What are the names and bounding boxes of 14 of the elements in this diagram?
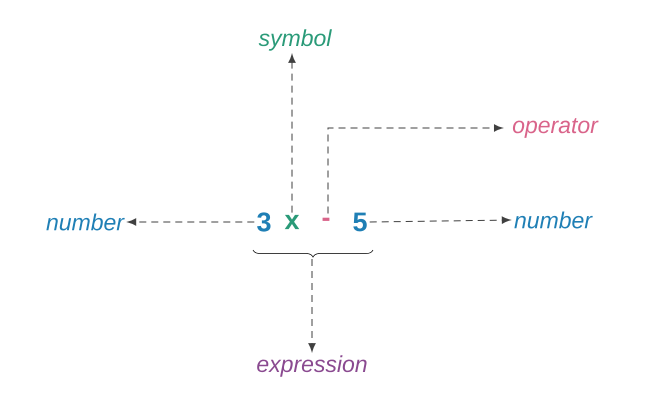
term-text: -	[322, 218, 330, 221]
label-text: expression	[257, 355, 367, 377]
label-text: number	[514, 212, 593, 228]
arrow	[288, 54, 296, 214]
term-text: x	[284, 214, 300, 230]
arrow	[369, 216, 510, 224]
label-text: operator	[512, 118, 599, 138]
term-text: 5	[353, 212, 367, 232]
label-text: symbol	[258, 29, 332, 51]
term-text: 3	[257, 212, 271, 232]
arrow	[308, 258, 316, 352]
arrow	[128, 218, 255, 226]
label-text: number	[46, 214, 125, 230]
arrow	[328, 124, 503, 214]
